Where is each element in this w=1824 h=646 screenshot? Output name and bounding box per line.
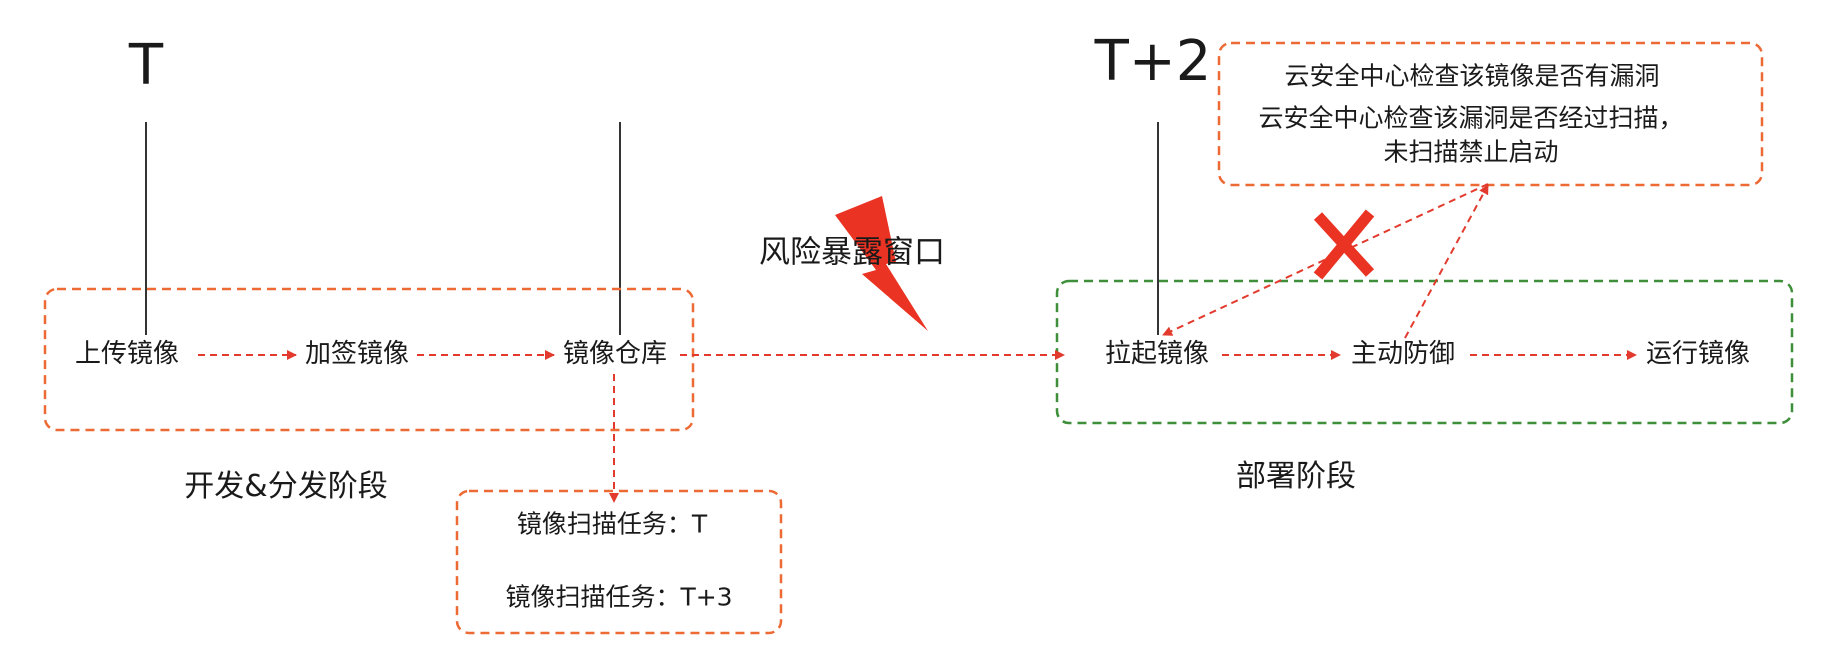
scan-task-1: 镜像扫描任务：T (516, 509, 708, 539)
time-mark-t2: T+2 (1094, 29, 1212, 94)
lightning-icon (835, 196, 928, 331)
risk-window-label: 风险暴露窗口 (759, 234, 945, 271)
blocked-x-icon (1313, 209, 1375, 280)
node-image-repo: 镜像仓库 (562, 339, 668, 369)
node-upload-image: 上传镜像 (74, 339, 180, 369)
node-sign-image: 加签镜像 (304, 339, 410, 369)
scan-task-2: 镜像扫描任务：T+3 (505, 582, 733, 612)
node-run-image: 运行镜像 (1645, 339, 1751, 369)
security-center-box (1217, 41, 1764, 187)
time-mark-t: T (128, 33, 164, 98)
security-check-scanned: 云安全中心检查该漏洞是否经过扫描，未扫描禁止启动 (1258, 103, 1684, 166)
security-check-vuln: 云安全中心检查该镜像是否有漏洞 (1284, 61, 1660, 91)
dev-stage-label: 开发&分发阶段 (184, 469, 388, 504)
deploy-stage-label: 部署阶段 (1236, 459, 1356, 494)
node-active-defense: 主动防御 (1350, 339, 1456, 369)
arrow-defense-to-center (1404, 184, 1489, 339)
node-pull-image: 拉起镜像 (1104, 339, 1210, 369)
scan-task-box (455, 489, 783, 635)
